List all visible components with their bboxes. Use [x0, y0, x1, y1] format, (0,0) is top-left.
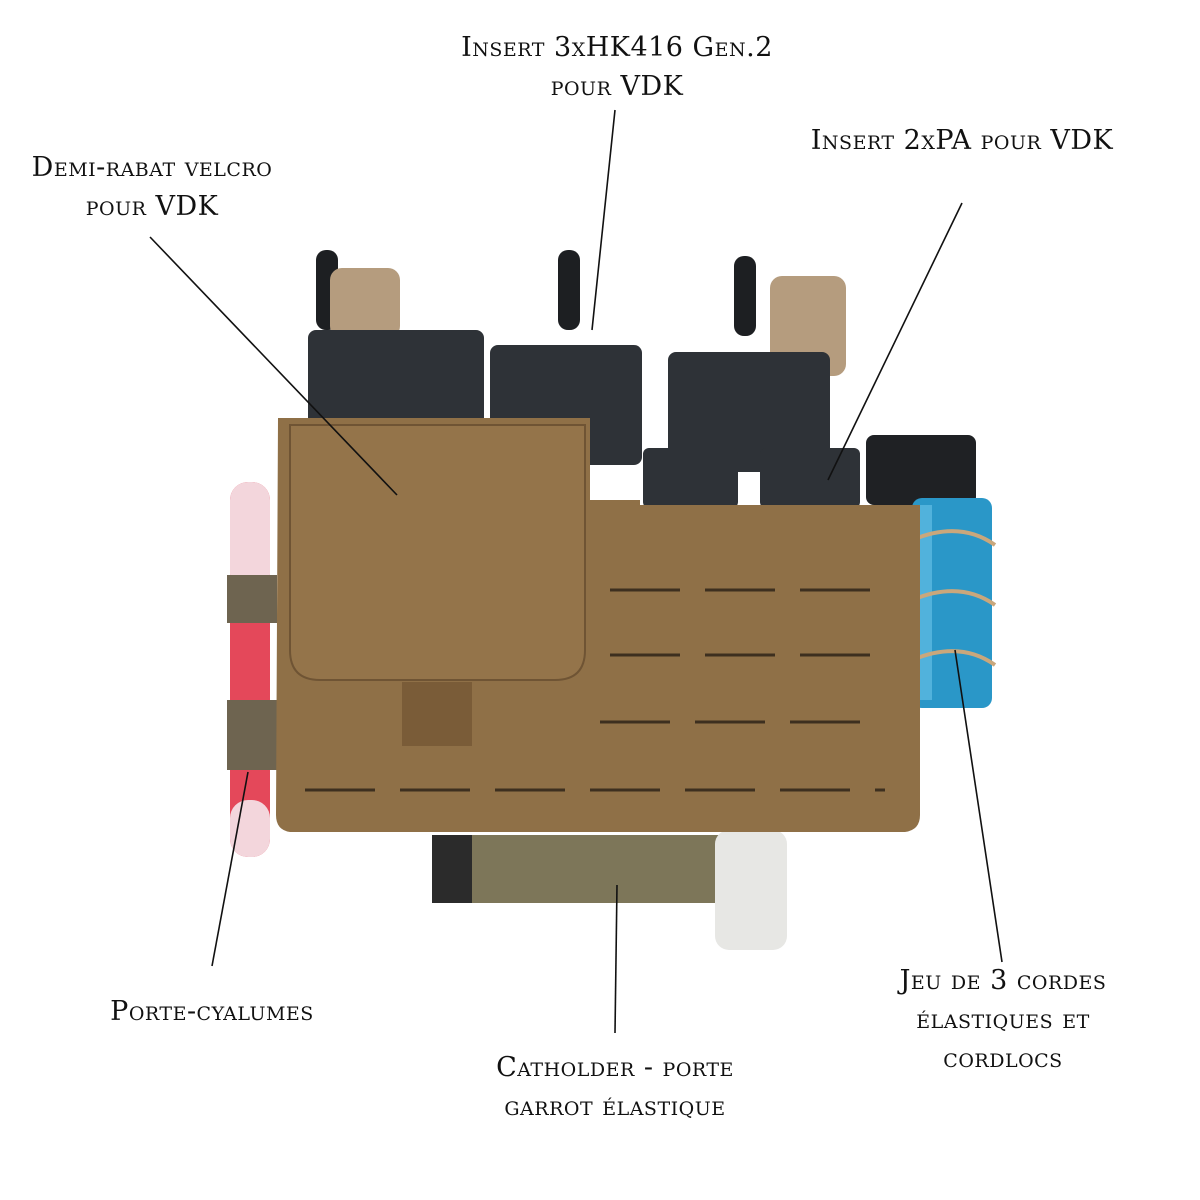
- label-line: Insert 3xHK416 Gen.2: [461, 32, 773, 63]
- label-line: cordlocs: [943, 1043, 1063, 1074]
- pouch: [276, 418, 920, 832]
- catholder: [432, 830, 787, 950]
- label-insert-hk416: Insert 3xHK416 Gen.2 pour VDK: [461, 28, 773, 106]
- label-line: pour VDK: [550, 71, 684, 102]
- buckle: [330, 268, 846, 376]
- cyalume: [227, 482, 277, 857]
- label-line: garrot élastique: [504, 1091, 726, 1122]
- label-line: Porte-cyalumes: [110, 996, 314, 1027]
- label-cordes: Jeu de 3 cordes élastiques et cordlocs: [900, 961, 1107, 1078]
- label-catholder: Catholder - porte garrot élastique: [496, 1048, 734, 1126]
- label-line: Jeu de 3 cordes: [899, 965, 1107, 996]
- label-line: élastiques et: [916, 1004, 1090, 1035]
- label-line: pour VDK: [85, 191, 219, 222]
- label-demi-rabat: Demi-rabat velcro pour VDK: [32, 148, 273, 226]
- label-porte-cyalumes: Porte-cyalumes: [110, 992, 314, 1031]
- label-line: Demi-rabat velcro: [31, 152, 273, 183]
- label-line: Catholder - porte: [496, 1052, 734, 1083]
- label-insert-pa: Insert 2xPA pour VDK: [811, 121, 1113, 160]
- grenade: [911, 498, 997, 708]
- leader-lines: [149, 109, 1003, 1034]
- label-line: Insert 2xPA pour VDK: [810, 125, 1114, 156]
- magazine-pull-tabs: [316, 250, 756, 336]
